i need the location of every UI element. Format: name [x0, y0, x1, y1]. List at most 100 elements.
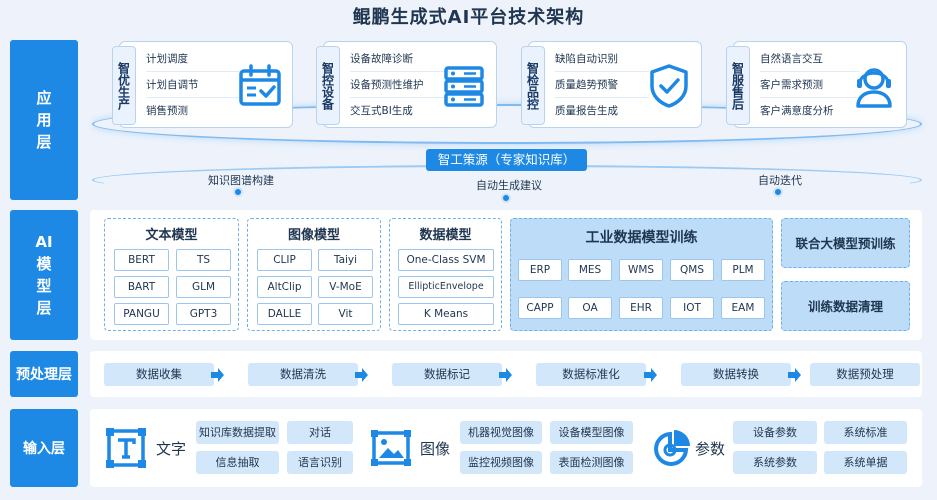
system-chip[interactable]: OA — [568, 297, 612, 319]
model-chip[interactable]: DALLE — [257, 303, 312, 325]
knowledge-dot — [773, 187, 783, 197]
text-model-group: 文本模型 BERT TS BART GLM PANGU GPT3 — [104, 218, 239, 331]
input-item[interactable]: 语言识别 — [287, 451, 353, 474]
model-chip[interactable]: GPT3 — [176, 303, 231, 325]
knowledge-node: 知识图谱构建 — [208, 174, 274, 187]
model-chip[interactable]: GLM — [176, 276, 231, 298]
app-item: 计划自调节 — [146, 72, 240, 98]
model-chip[interactable]: K Means — [398, 303, 494, 325]
app-card-tag: 智控设备 — [316, 46, 340, 125]
preprocess-step[interactable]: 数据转换 — [681, 363, 791, 386]
input-item[interactable]: 设备参数 — [733, 421, 817, 444]
app-card-tag: 智检品控 — [521, 46, 545, 125]
input-item[interactable]: 设备模型图像 — [550, 421, 633, 444]
input-item[interactable]: 系统参数 — [733, 451, 817, 474]
system-chip[interactable]: EHR — [619, 297, 663, 319]
system-chip[interactable]: CAPP — [518, 297, 562, 319]
app-layer-char: 用 — [36, 111, 52, 129]
pie-chart-icon — [654, 430, 690, 466]
shield-check-icon — [650, 64, 688, 108]
system-chip[interactable]: MES — [568, 259, 612, 281]
knowledge-node: 自动迭代 — [758, 174, 802, 187]
joint-pretrain-box[interactable]: 联合大模型预训练 — [781, 218, 910, 268]
data-cleaning-box[interactable]: 训练数据清理 — [781, 281, 910, 331]
page-title: 鲲鹏生成式AI平台技术架构 — [352, 7, 585, 28]
model-layer-char: 层 — [36, 299, 52, 317]
server-icon — [444, 66, 484, 107]
model-layer-char: AI — [35, 233, 53, 251]
app-item: 设备预测性维护 — [350, 72, 450, 98]
model-chip[interactable]: BERT — [114, 249, 169, 271]
system-chip[interactable]: EAM — [721, 297, 765, 319]
app-item: 自然语言交互 — [760, 46, 860, 72]
app-card-tag: 智服售后 — [726, 46, 750, 125]
arrow-right-icon — [355, 368, 368, 382]
arrow-right-icon — [644, 368, 657, 382]
input-item[interactable]: 系统单据 — [824, 451, 907, 474]
input-item[interactable]: 监控视频图像 — [460, 451, 542, 474]
app-layer-char: 层 — [36, 133, 52, 151]
input-item[interactable]: 表面检测图像 — [550, 451, 633, 474]
app-item: 客户满意度分析 — [760, 105, 834, 117]
preprocess-step[interactable]: 数据预处理 — [810, 363, 920, 386]
input-item[interactable]: 知识库数据提取 — [196, 421, 279, 444]
system-chip[interactable]: PLM — [721, 259, 765, 281]
input-item[interactable]: 机器视觉图像 — [460, 421, 542, 444]
model-chip[interactable]: BART — [114, 276, 169, 298]
model-chip[interactable]: TS — [176, 249, 231, 271]
input-label: 参数 — [695, 440, 726, 458]
app-item: 交互式BI生成 — [350, 105, 413, 117]
app-card-production[interactable]: 智优生产 计划调度 计划自调节 销售预测 — [112, 41, 293, 128]
image-model-group: 图像模型 CLIP Taiyi AltClip V-MoE DALLE Vit — [247, 218, 381, 331]
app-item: 设备故障诊断 — [350, 46, 450, 72]
arrow-right-icon — [788, 368, 801, 382]
group-title: 工业数据模型训练 — [585, 230, 698, 246]
system-chip[interactable]: ERP — [518, 259, 562, 281]
app-card-quality[interactable]: 智检品控 缺陷自动识别 质量趋势预警 质量报告生成 — [521, 41, 702, 128]
model-chip[interactable]: One-Class SVM — [398, 249, 494, 271]
app-item: 质量报告生成 — [555, 105, 618, 117]
preprocess-step[interactable]: 数据收集 — [104, 363, 214, 386]
app-layer-label: 应 用 层 — [10, 40, 78, 200]
knowledge-node: 自动生成建议 — [476, 179, 542, 192]
system-chip[interactable]: WMS — [619, 259, 663, 281]
preprocess-step[interactable]: 数据清洗 — [248, 363, 358, 386]
text-icon — [106, 428, 146, 468]
model-layer-char: 型 — [36, 277, 52, 295]
input-item[interactable]: 系统标准 — [824, 421, 907, 444]
app-card-service[interactable]: 智服售后 自然语言交互 客户需求预测 客户满意度分析 — [726, 41, 907, 128]
model-chip[interactable]: CLIP — [257, 249, 312, 271]
preprocess-step[interactable]: 数据标准化 — [536, 363, 646, 386]
system-chip[interactable]: IOT — [670, 297, 714, 319]
preprocess-step[interactable]: 数据标记 — [392, 363, 502, 386]
input-label: 图像 — [420, 440, 451, 458]
app-layer-char: 应 — [36, 89, 52, 107]
image-icon — [371, 430, 411, 466]
knowledge-dot — [233, 187, 243, 197]
model-chip[interactable]: Vit — [318, 303, 373, 325]
input-item[interactable]: 信息抽取 — [196, 451, 279, 474]
input-layer-label: 输入层 — [10, 409, 78, 487]
model-layer-char: 模 — [36, 255, 52, 273]
model-chip[interactable]: PANGU — [114, 303, 169, 325]
model-chip[interactable]: EllipticEnvelope — [398, 276, 494, 298]
headset-user-icon — [856, 68, 892, 108]
model-chip[interactable]: AltClip — [257, 276, 312, 298]
system-chip[interactable]: QMS — [670, 259, 714, 281]
app-card-equipment[interactable]: 智控设备 设备故障诊断 设备预测性维护 交互式BI生成 — [316, 41, 497, 128]
calendar-check-icon — [239, 64, 281, 106]
app-item: 销售预测 — [146, 105, 188, 117]
group-title: 数据模型 — [419, 228, 472, 243]
app-item: 客户需求预测 — [760, 72, 860, 98]
input-item[interactable]: 对话 — [287, 421, 353, 444]
knowledge-base-label: 智工策源（专家知识库） — [426, 149, 587, 171]
app-card-tag: 智优生产 — [112, 46, 136, 125]
app-item: 缺陷自动识别 — [555, 46, 649, 72]
model-chip[interactable]: Taiyi — [318, 249, 373, 271]
app-item: 计划调度 — [146, 46, 240, 72]
input-label: 文字 — [156, 440, 187, 458]
knowledge-dot — [501, 193, 511, 203]
model-chip[interactable]: V-MoE — [318, 276, 373, 298]
data-model-group: 数据模型 One-Class SVM EllipticEnvelope K Me… — [389, 218, 502, 331]
group-title: 图像模型 — [287, 228, 340, 243]
